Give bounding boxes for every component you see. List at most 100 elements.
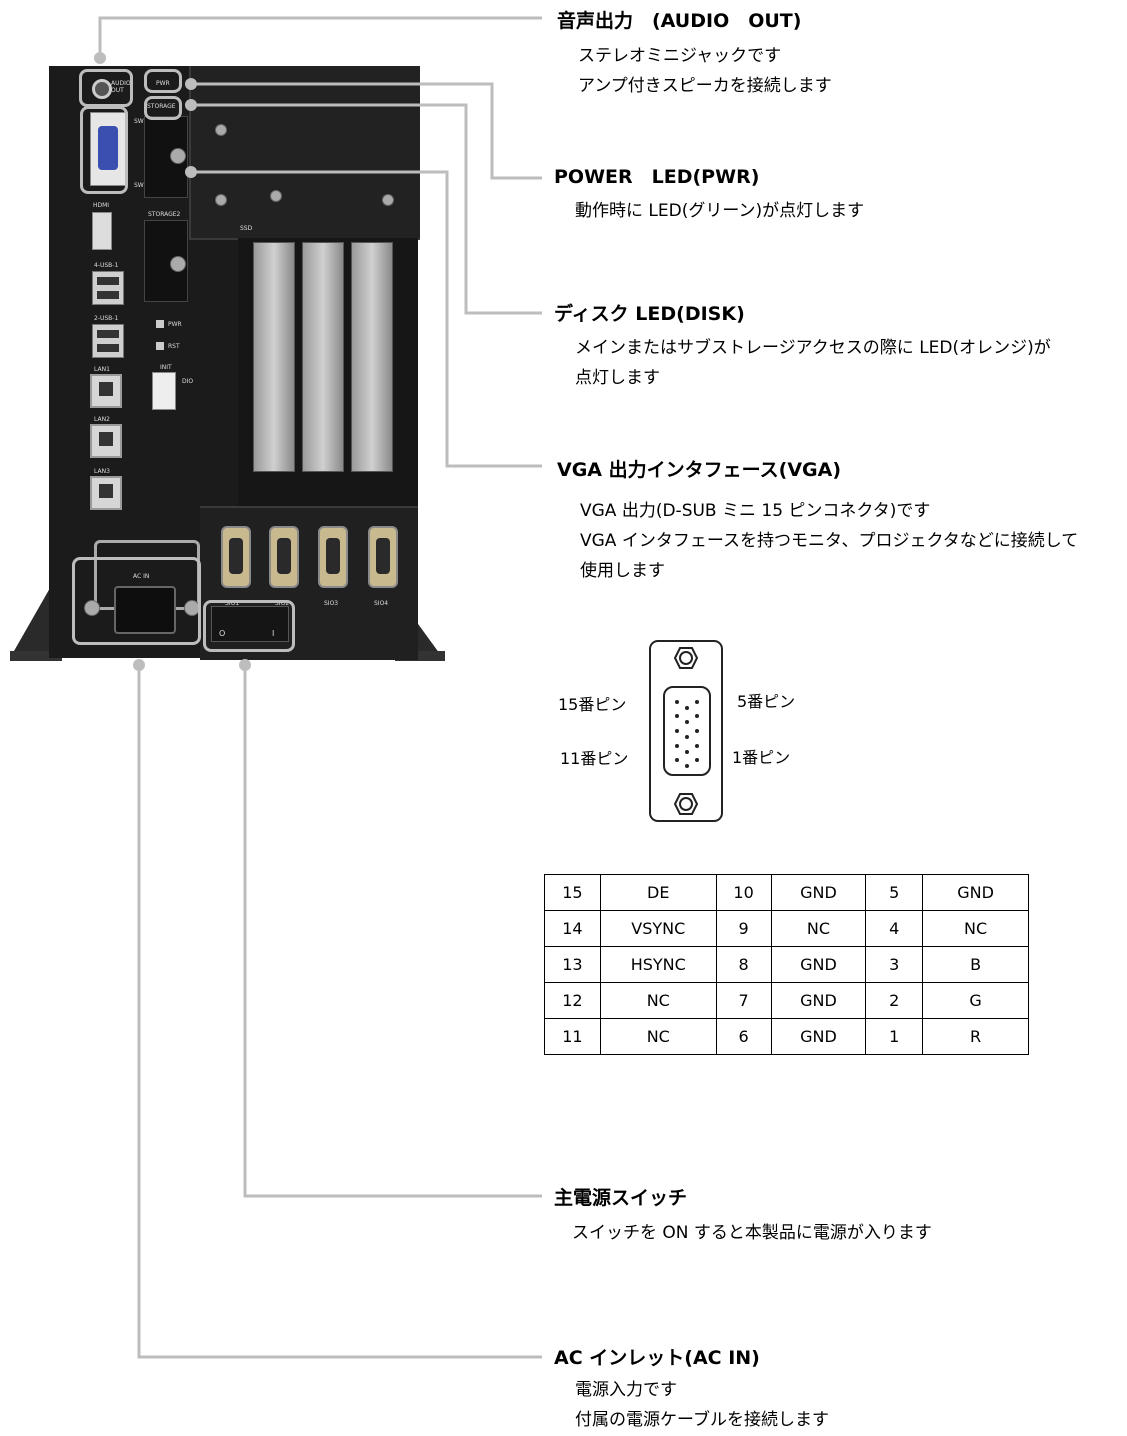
switch-on-label: I [272,629,275,638]
switch-off-label: O [219,629,226,638]
power-led-title: POWER LED(PWR) [554,166,760,188]
mount-foot-left [10,651,62,661]
audio-out-label: AUDIO OUT [111,80,131,94]
table-cell: 4 [865,910,924,947]
table-cell: NC [922,910,1029,947]
lan2-label: LAN2 [94,416,110,423]
usb-port-group-2 [92,324,124,358]
disk-led-line-2: 点灯します [575,368,660,388]
lan1-label: LAN1 [94,366,110,373]
audio-line-2: アンプ付きスピーカを接続します [578,76,832,96]
audio-line-1: ステレオミニジャックです [578,46,782,66]
table-cell: 10 [715,874,772,911]
table-cell: 12 [544,982,601,1019]
storage2-label: STORAGE2 [148,211,181,218]
panel-screw-1 [215,124,227,136]
usb4-label: 4-USB-1 [94,262,119,269]
table-cell: VSYNC [599,910,717,947]
ac-inlet-title: AC インレット(AC IN) [554,1347,760,1369]
table-cell: 3 [865,946,924,983]
serial-port-1 [221,526,251,588]
pin15-label: 15番ピン [558,695,627,714]
device-rear-panel: AUDIO OUT PWR STORAGE SW1 SW2 STORAGE2 H… [10,66,445,666]
lan3-port [90,476,122,510]
highlight-storage-led [144,96,182,120]
main-switch-line-1: スイッチを ON すると本製品に電源が入ります [572,1223,932,1243]
power-led-description: 動作時に LED(グリーン)が点灯します [575,196,864,226]
usb-port-group-1 [92,271,124,305]
ac-screw-left [84,600,100,616]
vga-line-1: VGA 出力(D-SUB ミニ 15 ピンコネクタ)です [580,501,931,521]
vga-line-2: VGA インタフェースを持つモニタ、プロジェクタなどに接続して [580,531,1079,551]
mount-foot-right [395,651,445,661]
led-rst-label: RST [168,343,180,350]
table-cell: 15 [544,874,601,911]
serial-port-3 [318,526,348,588]
sw1-label: SW1 [134,118,148,125]
vga-title: VGA 出力インタフェース(VGA) [557,459,842,481]
sio4-label: SIO4 [374,600,389,607]
ac-inlet-line-2: 付属の電源ケーブルを接続します [575,1410,829,1430]
table-cell: 13 [544,946,601,983]
storage-screw [170,148,186,164]
pin5-label: 5番ピン [737,692,796,711]
table-cell: B [922,946,1029,983]
disk-led-line-1: メインまたはサブストレージアクセスの際に LED(オレンジ)が [575,338,1051,358]
expansion-slot-2 [302,242,344,472]
table-cell: 5 [865,874,924,911]
disk-led-title: ディスク LED(DISK) [554,303,745,325]
highlight-switch [203,600,295,652]
pwr-led [156,320,164,328]
pin11-label: 11番ピン [560,749,629,768]
pwr-label: PWR [156,80,170,87]
ssd-label: SSD [240,225,253,232]
table-cell: NC [770,910,867,947]
ac-in-label: AC IN [133,573,150,580]
led-pwr-label: PWR [168,321,182,328]
ac-inlet-description: 電源入力です 付属の電源ケーブルを接続します [575,1375,829,1435]
vga-screw-top-icon [674,647,698,669]
serial-port-4 [368,526,398,588]
table-cell: 11 [544,1018,601,1055]
table-cell: HSYNC [599,946,717,983]
audio-description: ステレオミニジャックです アンプ付きスピーカを接続します [578,41,832,101]
sio1-label: SIO1 [225,600,240,607]
vga-description: VGA 出力(D-SUB ミニ 15 ピンコネクタ)です VGA インタフェース… [580,496,1078,586]
power-led-line-1: 動作時に LED(グリーン)が点灯します [575,201,865,221]
table-cell: 8 [715,946,772,983]
ac-inlet-socket [114,586,176,634]
table-cell: GND [922,874,1029,911]
table-cell: 9 [715,910,772,947]
table-cell: GND [770,982,867,1019]
audio-jack [92,79,112,99]
mount-bracket-left [10,588,50,658]
highlight-pwr [144,69,182,93]
storage2-screw [170,256,186,272]
lan2-port [90,424,122,458]
table-cell: DE [599,874,717,911]
table-cell: 14 [544,910,601,947]
power-switch [211,606,289,642]
table-cell: NC [599,1018,717,1055]
vga-line-3: 使用します [580,561,665,581]
sw2-label: SW2 [134,182,148,189]
ac-inlet-line-1: 電源入力です [575,1380,677,1400]
vga-port-socket [98,126,118,170]
table-cell: R [922,1018,1029,1055]
panel-screw-3 [382,194,394,206]
table-cell: 2 [865,982,924,1019]
init-label: INIT [160,364,172,371]
expansion-slot-3 [351,242,393,472]
hdmi-label: HDMI [93,202,110,209]
table-cell: 7 [715,982,772,1019]
highlight-ac-in [72,557,201,645]
table-cell: G [922,982,1029,1019]
table-cell: 6 [715,1018,772,1055]
highlight-vga [80,106,128,194]
expansion-slot-1 [253,242,295,472]
